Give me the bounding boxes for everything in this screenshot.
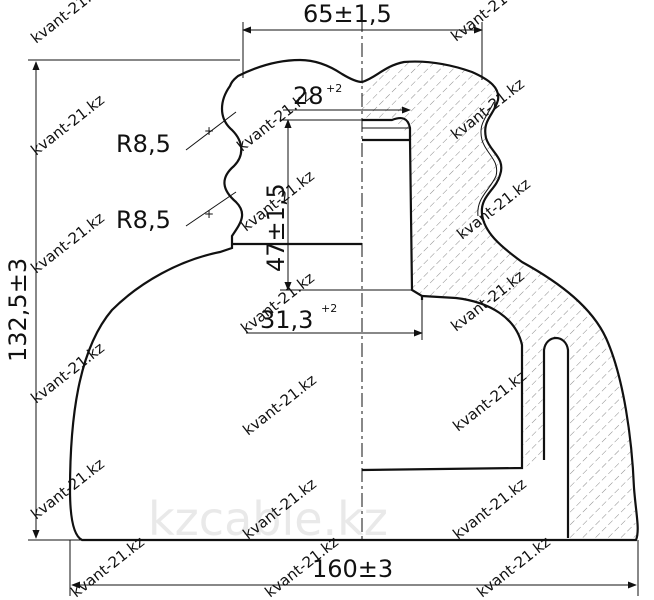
watermark-text: kvant-21.kz (67, 533, 148, 600)
watermark-text: kvant-21.kz (473, 533, 554, 600)
dim-bore-top-tol: +2 (326, 82, 342, 95)
dim-radius-upper-label: R8,5 (116, 130, 171, 158)
dim-top-width-label: 65±1,5 (303, 0, 392, 28)
cavity-line (361, 294, 524, 472)
brand-watermark: kzcable.kz (148, 492, 388, 546)
watermark-text: kvant-21.kz (27, 91, 108, 159)
dim-radius-lower-label: R8,5 (116, 206, 171, 234)
watermark-text: kvant-21.kz (449, 475, 530, 543)
dim-bore-bottom-tol: +2 (321, 302, 337, 315)
watermark-text: kvant-21.kz (239, 371, 320, 439)
dim-radius-upper-leader (185, 111, 237, 151)
dim-bore-top-label: 28 (293, 82, 324, 110)
watermark-text: kvant-21.kz (27, 339, 108, 407)
groove-inner-line (477, 101, 498, 217)
dim-height-label: 132,5±3 (4, 258, 32, 362)
dim-base-width-label: 160±3 (312, 555, 393, 583)
radius-upper-center-mark: + (204, 124, 214, 138)
dim-bore-bottom-label: 31,3 (260, 306, 313, 334)
watermark-text: kvant-21.kz (27, 455, 108, 523)
insulator-outline (68, 58, 639, 542)
skirt-cavity (542, 336, 570, 538)
radius-lower-center-mark: + (204, 207, 214, 221)
watermark-text: kvant-21.kz (27, 0, 108, 47)
section-hatch (362, 61, 636, 538)
watermark-text: kvant-21.kz (449, 367, 530, 435)
watermark-text: kvant-21.kz (27, 209, 108, 277)
dim-radius-lower-leader (185, 191, 237, 227)
watermark-text: kvant-21.kz (447, 0, 528, 45)
watermark-text: kvant-21.kz (233, 87, 314, 155)
dim-depth-label: 47±1,5 (262, 183, 290, 272)
